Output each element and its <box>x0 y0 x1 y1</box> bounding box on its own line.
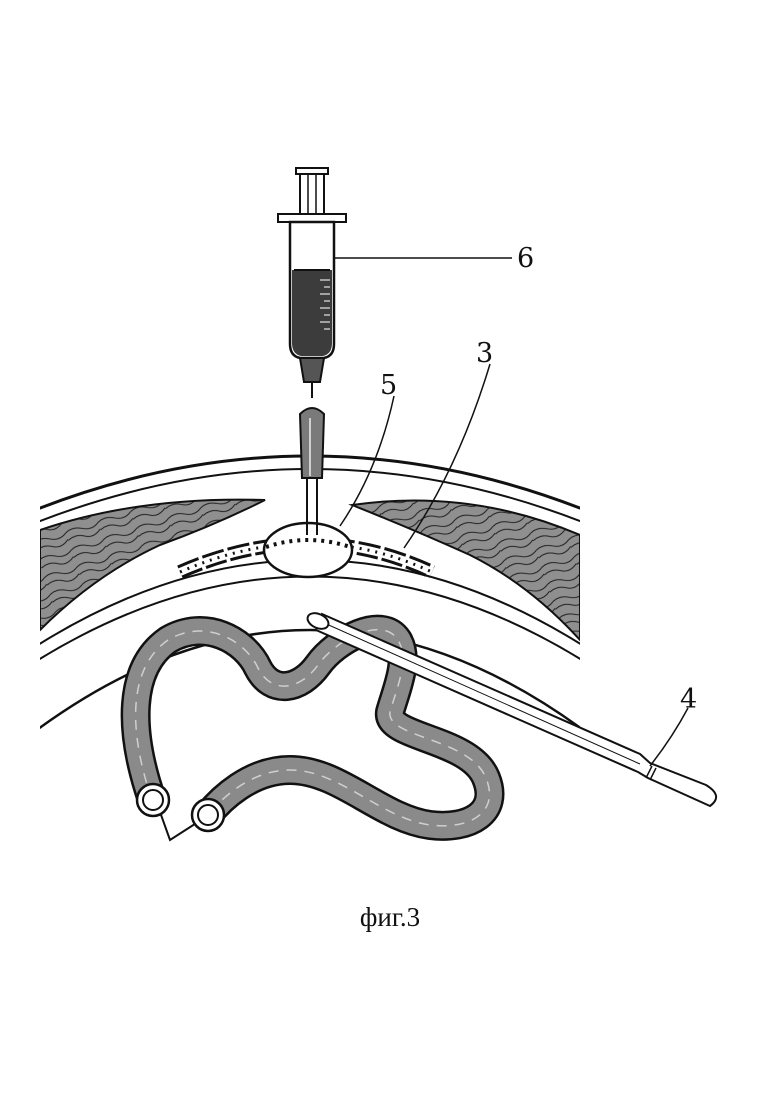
intestine-loop <box>136 630 490 840</box>
label-opening: 5 <box>380 370 397 401</box>
label-tissue-layer: 3 <box>476 338 493 369</box>
intestine-end-right <box>192 799 224 831</box>
label-syringe: 6 <box>517 243 534 274</box>
catheter <box>300 408 324 535</box>
label-probe: 4 <box>680 684 697 715</box>
muscle-left <box>40 500 265 630</box>
probe <box>305 610 716 806</box>
figure-caption: фиг.3 <box>0 902 780 933</box>
leader-4 <box>650 708 688 766</box>
intestine-end-left <box>137 784 169 816</box>
syringe-liquid <box>292 270 332 356</box>
syringe <box>278 168 346 398</box>
